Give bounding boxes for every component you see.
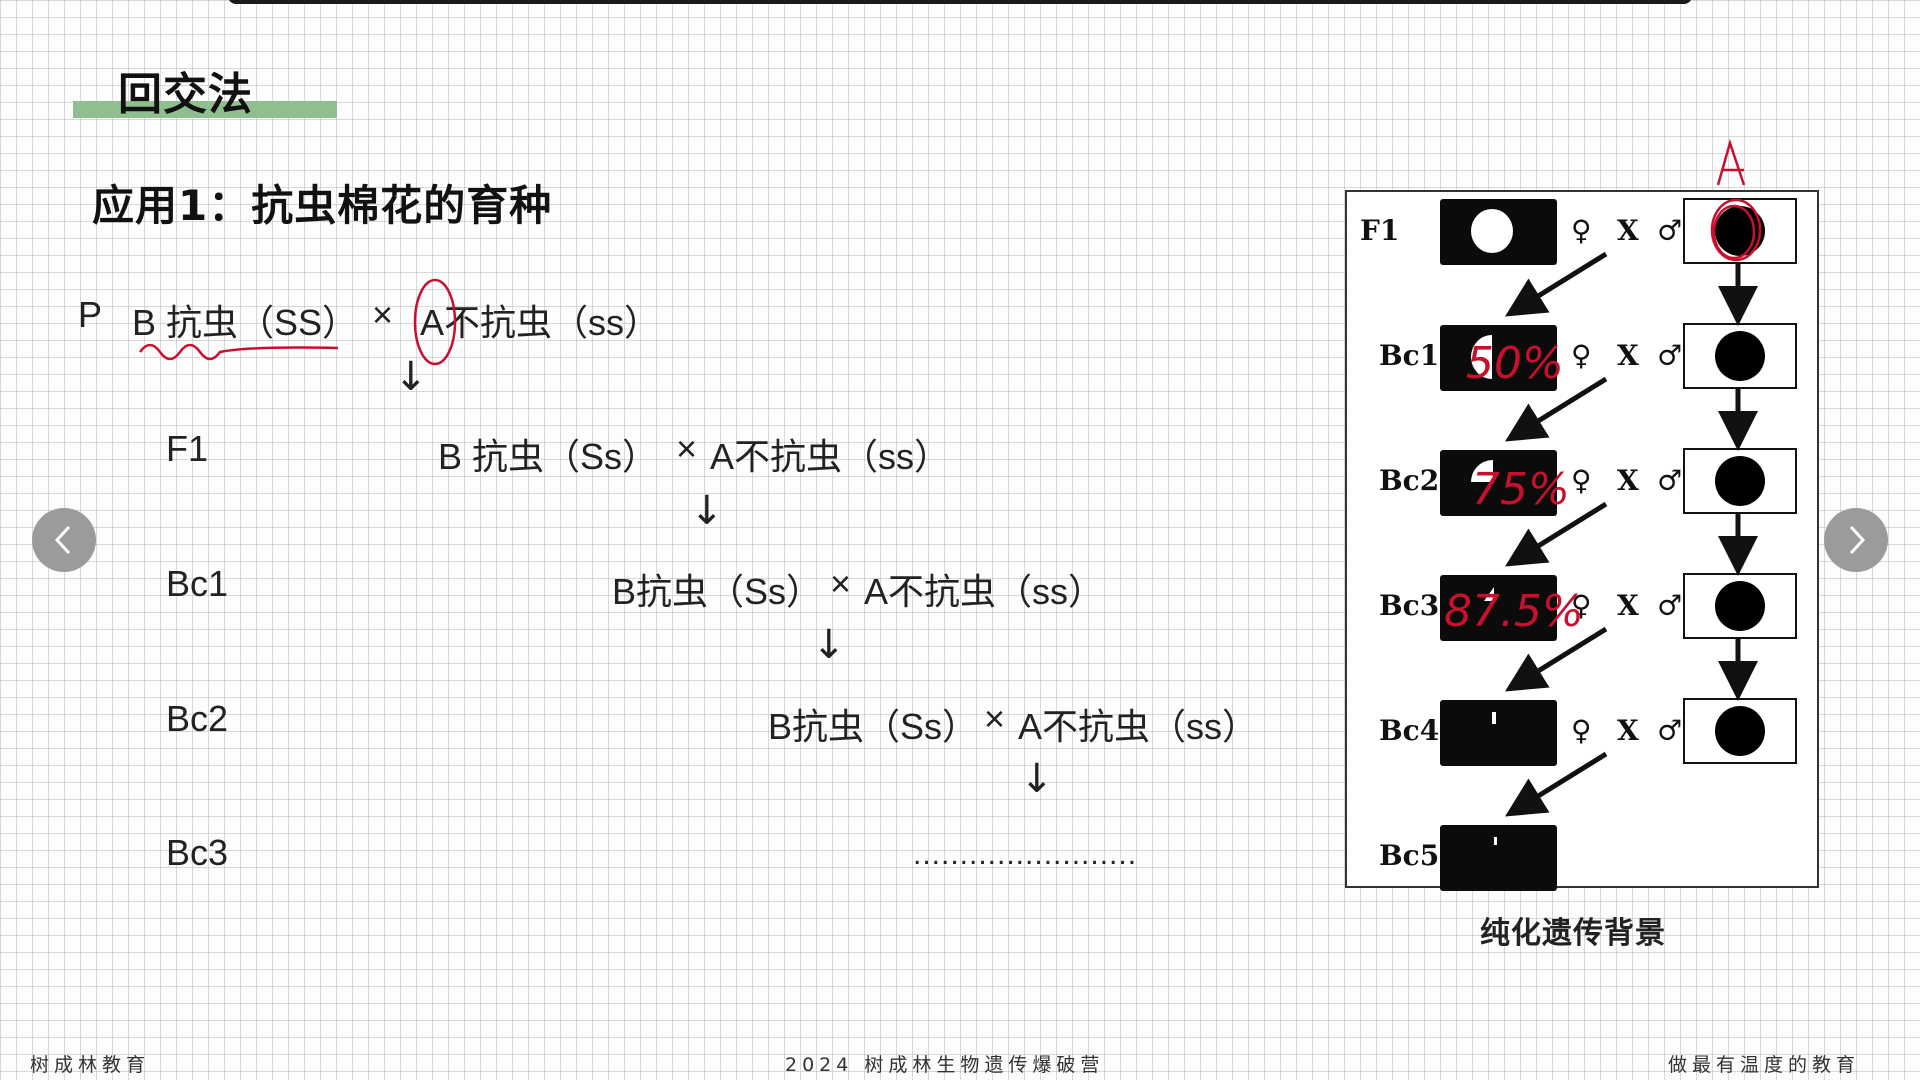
female-parent: B 抗虫（Ss） [438,436,659,477]
page-title: 回交法 [118,69,253,120]
diagram-row-bc3: Bc3 ♀ X ♂ [1347,573,1817,643]
diagram-row-bc2: Bc2 ♀ X ♂ [1347,448,1817,518]
cross-symbol: X [1617,214,1639,247]
sliver-icon [1494,837,1497,845]
black-circle-icon [1715,456,1765,506]
footer-center: 2024 树成林生物遗传爆破营 [785,1054,1105,1076]
down-arrow-icon: ↓ [1020,756,1054,802]
footer-left: 树成林教育 [30,1054,151,1076]
wedge-icon [1484,587,1494,601]
row-label: Bc2 [1379,464,1440,497]
down-arrow-icon: ↓ [394,354,428,400]
female-symbol-icon: ♀ [1571,464,1592,497]
diagram-caption: 纯化遗传背景 [1480,916,1666,951]
female-symbol-icon: ♀ [1571,589,1592,622]
black-circle-icon [1715,706,1765,756]
top-bar [228,0,1692,4]
female-symbol-icon: ♀ [1571,214,1592,247]
female-chromosome-box [1440,450,1557,516]
cross-symbol: X [1617,464,1639,497]
white-circle-icon [1471,209,1513,253]
diagram-row-bc4: Bc4 ♀ X ♂ [1347,698,1817,768]
cross-sign: × [830,563,852,604]
cross-sign: × [676,428,698,469]
female-parent: B 抗虫（SS） [132,302,359,343]
cross-sign: × [984,698,1006,739]
down-arrow-icon: ↓ [812,622,846,668]
male-symbol-icon: ♂ [1657,714,1683,747]
female-symbol-icon: ♀ [1571,714,1592,747]
backcross-diagram: F1 ♀ X ♂ Bc1 ♀ X ♂ Bc2 ♀ X ♂ Bc3 ♀ [1345,190,1819,891]
male-parent: A不抗虫（ss） [420,302,661,343]
female-parent: B抗虫（Ss） [612,571,823,612]
chevron-left-icon [54,525,71,555]
female-chromosome-box [1440,199,1557,265]
cross-symbol: X [1617,714,1639,747]
half-circle-icon [1471,335,1513,379]
diagram-row-f1: F1 ♀ X ♂ [1347,198,1817,268]
male-symbol-icon: ♂ [1657,464,1683,497]
male-symbol-icon: ♂ [1657,214,1683,247]
quarter-circle-icon [1471,460,1493,482]
diagram-row-bc5: Bc5 [1347,823,1817,893]
row-label: Bc3 [1379,589,1440,622]
down-arrow-icon: ↓ [690,488,724,534]
female-chromosome-box [1440,325,1557,391]
male-chromosome-box [1683,573,1797,639]
male-symbol-icon: ♂ [1657,339,1683,372]
black-circle-icon [1715,331,1765,381]
section-subtitle: 应用1：抗虫棉花的育种 [92,181,553,230]
next-slide-button[interactable] [1824,508,1888,572]
chevron-right-icon [1849,525,1866,555]
male-symbol-icon: ♂ [1657,589,1683,622]
diagram-row-bc1: Bc1 ♀ X ♂ [1347,323,1817,393]
generation-label: F1 [166,428,209,469]
title-underline [73,101,337,118]
male-chromosome-box [1683,323,1797,389]
sliver-icon [1492,712,1496,724]
generation-label: Bc1 [166,563,229,604]
row-label: Bc4 [1379,714,1440,747]
black-circle-icon [1715,206,1765,256]
row-label: Bc5 [1379,839,1440,872]
male-chromosome-box [1683,448,1797,514]
male-parent: A不抗虫（ss） [864,571,1105,612]
black-circle-icon [1715,581,1765,631]
male-chromosome-box [1683,198,1797,264]
prev-slide-button[interactable] [32,508,96,572]
row-label: Bc1 [1379,339,1440,372]
male-parent: A不抗虫（ss） [710,436,951,477]
generation-label: Bc2 [166,698,229,739]
continuation-dots: ........................ [913,838,1138,871]
male-parent: A不抗虫（ss） [1018,706,1259,747]
cross-symbol: X [1617,589,1639,622]
generation-label: P [78,294,103,335]
female-chromosome-box [1440,825,1557,891]
cross-symbol: X [1617,339,1639,372]
generation-label: Bc3 [166,832,229,873]
female-chromosome-box [1440,700,1557,766]
cross-sign: × [372,294,394,335]
female-symbol-icon: ♀ [1571,339,1592,372]
footer-right: 做最有温度的教育 [1668,1054,1861,1076]
female-parent: B抗虫（Ss） [768,706,979,747]
female-chromosome-box [1440,575,1557,641]
male-chromosome-box [1683,698,1797,764]
row-label: F1 [1360,214,1400,247]
